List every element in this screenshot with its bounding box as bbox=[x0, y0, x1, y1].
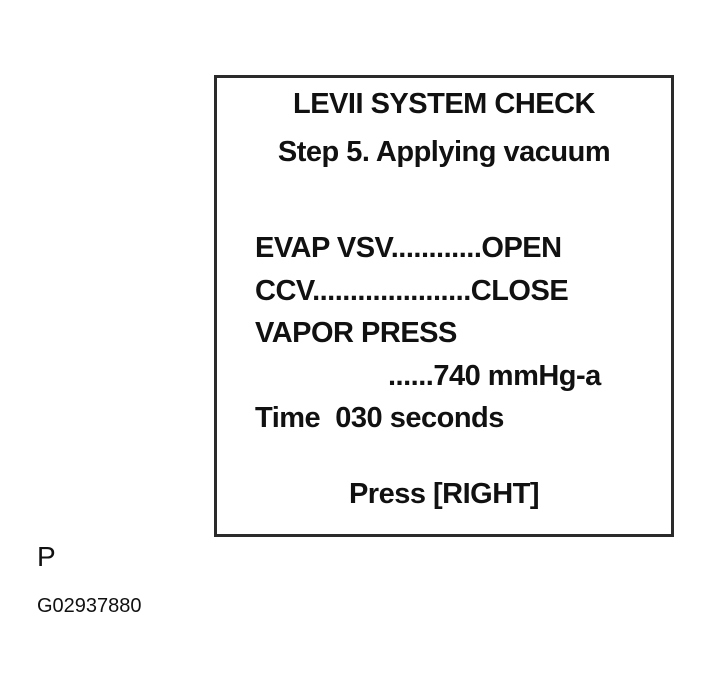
ccv-status-line: CCV.....................CLOSE bbox=[255, 275, 569, 307]
side-mark-letter: P bbox=[37, 541, 56, 572]
tester-screen-frame: LEVII SYSTEM CHECK Step 5. Applying vacu… bbox=[214, 75, 674, 537]
vapor-press-label: VAPOR PRESS bbox=[255, 317, 457, 349]
screen-title: LEVII SYSTEM CHECK bbox=[293, 88, 596, 120]
time-readout: Time 030 seconds bbox=[255, 402, 504, 434]
figure-id: G02937880 bbox=[37, 595, 142, 617]
press-right-prompt: Press [RIGHT] bbox=[348, 478, 540, 510]
evap-vsv-status-line: EVAP VSV............OPEN bbox=[255, 232, 562, 264]
step-label: Step 5. Applying vacuum bbox=[277, 136, 611, 168]
vapor-press-value: ......740 mmHg-a bbox=[388, 360, 601, 392]
